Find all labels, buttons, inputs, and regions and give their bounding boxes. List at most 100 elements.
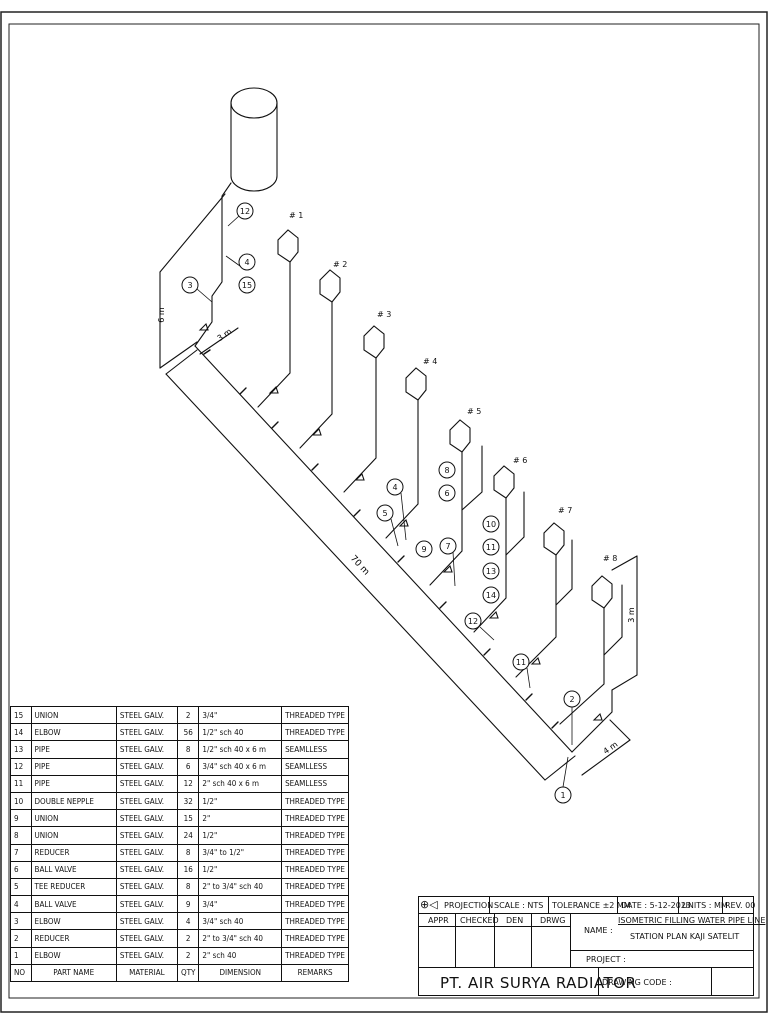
projection-label: PROJECTION [444,901,494,910]
bom-qty: 9 [176,895,200,914]
bom-qty: 32 [176,791,200,811]
header-fittings [203,349,559,729]
leader-lines [196,215,573,788]
callout-bubble: 13 [482,562,500,580]
bom-part: ELBOW [30,946,117,965]
inner-frame [8,23,760,999]
station-label: # 8 [603,554,617,563]
bom-dimension: 1/2" sch 40 x 6 m [198,740,283,759]
svg-text:4: 4 [244,258,249,267]
station-label: # 1 [289,211,303,220]
bom-part: REDUCER [30,929,117,948]
bom-remarks: THREADED TYPE [281,723,349,742]
bom-no: 7 [10,843,32,862]
station-label: # 7 [558,506,572,515]
station-label: # 3 [377,310,391,319]
bom-material: STEEL GALV. [115,774,178,793]
callout-bubble: 1 [554,786,572,804]
bom-remarks: THREADED TYPE [281,843,349,862]
header-remarks: REMARKS [281,963,349,983]
callout-bubble: 7 [439,537,457,555]
bom-no: 6 [10,860,32,879]
bom-part: BALL VALVE [30,860,117,879]
bom-qty: 24 [176,826,200,845]
svg-text:10: 10 [486,520,496,529]
callout-bubble: 6 [438,484,456,502]
bom-no: 15 [10,705,32,725]
bom-material: STEEL GALV. [115,809,178,828]
svg-text:3: 3 [187,281,192,290]
bom-remarks: THREADED TYPE [281,946,349,965]
svg-text:5: 5 [382,509,387,518]
svg-text:2: 2 [569,695,574,704]
branch-1 [257,229,299,408]
bom-material: STEEL GALV. [115,826,178,845]
bom-remarks: THREADED TYPE [281,877,349,897]
station-label: # 2 [333,260,347,269]
bom-qty: 12 [176,774,200,793]
date-label: DATE : 5-12-2023 [621,901,691,910]
bom-qty: 2 [176,929,200,948]
svg-text:14: 14 [486,591,496,600]
drawing-name-line1: ISOMETRIC FILLING WATER PIPE LINE [618,916,766,925]
callout-bubble: 14 [482,586,500,604]
dim-3m-branch: 3 m [216,327,234,343]
bom-qty: 4 [176,912,200,931]
header-no: NO [10,963,32,983]
bom-remarks: SEAMLLESS [281,774,349,793]
svg-text:15: 15 [242,281,252,290]
bom-part: PIPE [30,757,117,776]
svg-text:8: 8 [444,466,449,475]
bom-part: UNION [30,705,117,725]
bom-material: STEEL GALV. [115,757,178,776]
checked-label: CHECKED [460,916,499,925]
drawing-name-line2: STATION PLAN KAJI SATELIT [630,932,740,941]
dim-70m: 70 m [348,554,371,578]
branch-7 [515,522,573,678]
svg-text:12: 12 [240,207,250,216]
isometric-drawing [159,87,638,781]
project-label: PROJECT : [586,955,626,964]
appr-label: APPR [428,916,449,925]
bom-remarks: THREADED TYPE [281,860,349,879]
bom-no: 2 [10,929,32,948]
bom-part: REDUCER [30,843,117,862]
rev-label: REV. 00 [725,901,756,910]
bom-no: 14 [10,723,32,742]
branch-6 [473,465,525,633]
bom-material: STEEL GALV. [115,723,178,742]
callout-bubble: 4 [238,253,256,271]
bom-dimension: 3/4" sch 40 [198,912,283,931]
bom-remarks: THREADED TYPE [281,791,349,811]
bom-dimension: 2" sch 40 [198,946,283,965]
bom-remarks: THREADED TYPE [281,809,349,828]
svg-text:9: 9 [421,545,426,554]
bom-no: 3 [10,912,32,931]
bom-no: 1 [10,946,32,965]
bom-dimension: 3/4" to 1/2" [198,843,283,862]
header-qty: QTY [176,963,200,983]
bom-remarks: THREADED TYPE [281,705,349,725]
callout-bubble: 11 [512,653,530,671]
end-riser [571,689,613,753]
bom-material: STEEL GALV. [115,912,178,931]
tolerance-label: TOLERANCE ±2 MM [552,901,631,910]
callout-bubble: 4 [386,478,404,496]
bom-material: STEEL GALV. [115,740,178,759]
bom-qty: 8 [176,740,200,759]
bom-no: 9 [10,809,32,828]
bom-qty: 15 [176,809,200,828]
callout-bubble: 9 [415,540,433,558]
bom-material: STEEL GALV. [115,929,178,948]
station-label: # 5 [467,407,481,416]
branch-2 [299,269,341,449]
